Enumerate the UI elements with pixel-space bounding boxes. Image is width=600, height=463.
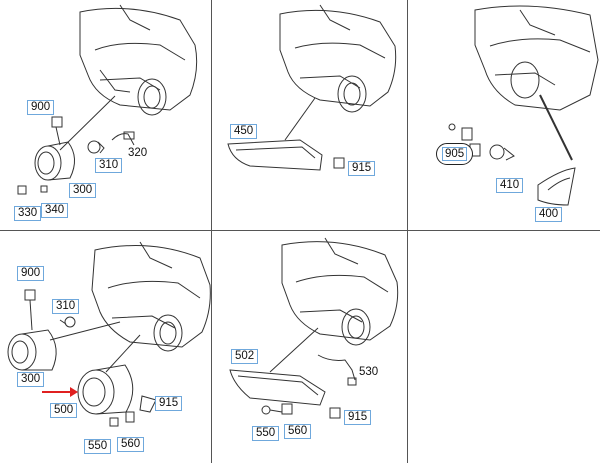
fog-lamp-drawing-2: [7, 289, 157, 427]
callout-900-panel4[interactable]: 900: [17, 266, 45, 281]
callout-340-panel1[interactable]: 340: [41, 203, 69, 218]
callout-905-label: 905: [442, 147, 468, 161]
callout-300-panel4[interactable]: 300: [17, 372, 45, 387]
callout-310-panel1[interactable]: 310: [95, 158, 123, 173]
callout-915-panel4[interactable]: 915: [155, 396, 183, 411]
bulb-and-harness-1: [17, 131, 135, 195]
callout-550-panel5[interactable]: 550: [252, 426, 280, 441]
car-front-drawing-2: [279, 4, 397, 113]
callout-530-panel5[interactable]: 530: [359, 366, 379, 378]
callout-500-panel4[interactable]: 500: [50, 403, 78, 418]
daytime-light-drawing: [227, 97, 345, 171]
callout-550-panel4[interactable]: 550: [84, 439, 112, 454]
callout-905-panel3[interactable]: 905: [436, 143, 474, 165]
callout-450-panel2[interactable]: 450: [230, 124, 258, 139]
callout-310-panel4[interactable]: 310: [52, 299, 80, 314]
car-front-drawing-5: [281, 237, 399, 346]
side-marker-drawing: [448, 94, 576, 206]
callout-900-panel1[interactable]: 900: [27, 100, 55, 115]
grid-divider-v1: [211, 0, 212, 463]
callout-560-panel4[interactable]: 560: [117, 437, 145, 452]
led-strip-drawing: [229, 327, 357, 419]
callout-410-panel3[interactable]: 410: [496, 178, 524, 193]
car-front-drawing-1: [79, 4, 198, 116]
callout-320-panel1[interactable]: 320: [128, 147, 148, 159]
red-arrow: [42, 387, 78, 397]
callout-400-panel3[interactable]: 400: [535, 207, 563, 222]
callout-300-panel1[interactable]: 300: [69, 183, 97, 198]
grid-divider-h: [0, 230, 600, 231]
callout-502-panel5[interactable]: 502: [231, 349, 259, 364]
callout-915-panel2[interactable]: 915: [348, 161, 376, 176]
callout-330-panel1[interactable]: 330: [14, 206, 42, 221]
fog-lamp-drawing-1: [34, 95, 116, 181]
grid-divider-v2: [407, 0, 408, 463]
car-front-drawing-3: [474, 5, 599, 111]
car-front-drawing-4: [91, 241, 211, 352]
callout-915-panel5[interactable]: 915: [344, 410, 372, 425]
callout-560-panel5[interactable]: 560: [284, 424, 312, 439]
